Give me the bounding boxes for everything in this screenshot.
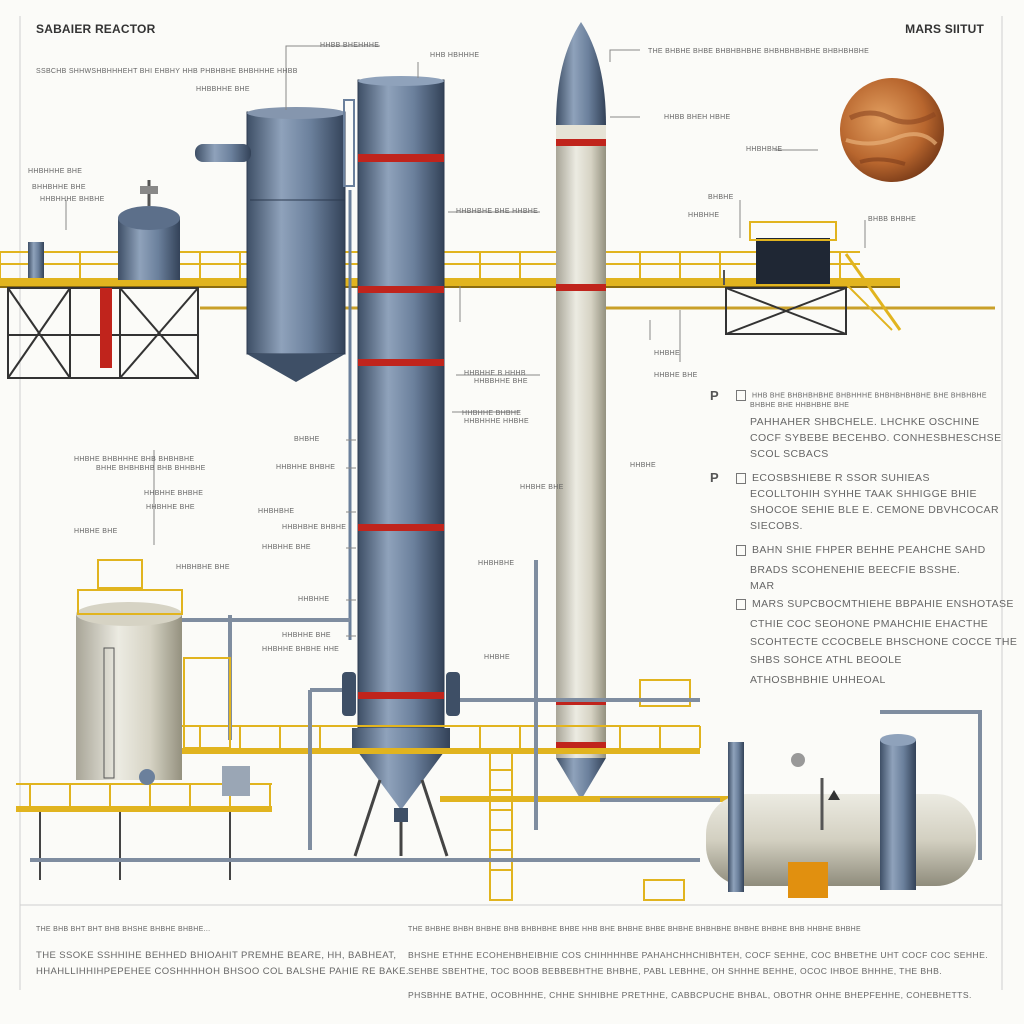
tower-side-label: HHBHHE BHE <box>282 632 331 639</box>
tank-label: HHBBHHE BHE <box>196 86 250 93</box>
rocket-label-mid: HHBB BHEH HBHE <box>664 114 731 121</box>
tower-side-label: HHBHHE BHE <box>262 544 311 551</box>
right-panel-line: SHOCOE SEHIE BLE E. CEMONE DBVHCOCAR <box>750 504 999 516</box>
right-label: BHBB BHBHE <box>868 216 917 223</box>
footer-left-heading: THE BHB BHT BHT BHB BHSHE BHBHE BHBHE... <box>36 926 211 933</box>
footer-left-line: HHAHLLIHHIHPEPEHEE COSHHHHOH BHSOO COL B… <box>36 966 409 977</box>
right-panel-line: PAHHAHER SHBCHELE. LHCHKE OSCHINE <box>750 416 980 428</box>
checkbox-icon <box>736 390 746 401</box>
tower-side-label: HHBBHHE BHE <box>474 378 528 385</box>
left-label-0: HHBHHHE BHE <box>28 168 83 175</box>
left-small-tank <box>28 180 180 280</box>
center-small-label: HHBHE <box>484 654 511 661</box>
center-small-label: HHBHE <box>630 462 657 469</box>
right-panel-line: HHB BHE BHBHBHBHE BHBHHHE BHBHBHBHBHE BH… <box>752 392 987 400</box>
cream-storage-tank <box>76 559 250 796</box>
tower-side-label: HHBHBHE BHBHE <box>282 524 347 531</box>
lower-platform <box>16 679 740 901</box>
horizontal-tank <box>706 734 976 898</box>
right-panel-line: COCF SYBEBE BECEHBO. CONHESBHESCHSE <box>750 432 1002 444</box>
right-panel-line: BHBHE BHE HHBHBHE BHE <box>750 402 850 409</box>
footer-right-heading: THE BHBHE BHBH BHBHE BHB BHBHBHE BHBE HH… <box>408 926 861 933</box>
footer-right-line: SEHBE SBEHTHE, TOC BOOB BEBBEBHTHE BHBHE… <box>408 966 943 976</box>
right-panel-line: SCOHTECTE CCOCBELE BHSCHONE COCCE THE <box>750 636 1018 648</box>
right-panel-line: BAHN SHIE FHPER BEHHE PEAHCHE SAHD <box>752 544 986 556</box>
left-label-2: HHBHHHE BHBHE <box>40 196 105 203</box>
right-panel-line: CTHIE COC SEOHONE PMAHCHIE EHACTHE <box>750 618 989 630</box>
frame-lines <box>19 16 1003 990</box>
tower-side-label: HHBHBHE BHE HHBHE <box>456 208 539 215</box>
left-mid-label: BHHE BHBHBHB BHB BHHBHE <box>96 465 206 472</box>
center-small-label: HHBHE BHE <box>654 372 698 379</box>
tower-side-label: HHBHHE BHBHE <box>462 410 522 417</box>
left-red-pipe <box>100 288 112 368</box>
right-panel-line: ECOLLTOHIH SYHHE TAAK SHHIGGE BHIE <box>750 488 977 500</box>
rocket-label-top: THE BHBHE BHBE BHBHBHBHE BHBHBHBHBHE BHB… <box>648 48 870 55</box>
mars-label: HHBHBHE <box>746 146 783 153</box>
right-panel-line: ECOSBSHIEBE R SSOR SUHIEAS <box>752 472 930 484</box>
diagram-title-right: MARS SIITUT <box>905 22 984 36</box>
mars-planet <box>840 78 944 182</box>
right-panel-line: SCOL SCBACS <box>750 448 829 460</box>
control-building <box>723 221 902 335</box>
right-panel-line: BRADS SCOHENEHIE BEECFIE BSSHE. <box>750 564 961 576</box>
tower-side-label: HHBHHE B HHHB <box>464 370 526 377</box>
center-small-label: HHBHE <box>654 350 681 357</box>
right-panel-marker: P <box>710 388 719 403</box>
left-mid-label: HHBHHE BHE <box>146 504 195 511</box>
checkbox-icon <box>736 598 746 610</box>
left-label-1: BHHBHHE BHE <box>32 184 86 191</box>
checkbox-icon <box>736 472 746 484</box>
left-mid-label: HHBHE BHE <box>74 528 118 535</box>
left-mid-label: HHBHHE <box>298 596 330 603</box>
left-mid-label: HHBHHE BHBHE <box>144 490 204 497</box>
tower-label-2: HHB HBHHHE <box>430 52 480 59</box>
right-panel-line: SHBS SOHCE ATHL BEOOLE <box>750 654 902 666</box>
right-panel-line: ATHOSBHBHIE UHHEOAL <box>750 674 886 686</box>
upper-vessel <box>195 107 346 382</box>
control-label-b: HHBHHE <box>688 212 720 219</box>
center-small-label: HHBHBHE <box>478 560 515 567</box>
checkbox-icon <box>736 544 746 556</box>
leader-lines <box>65 45 866 637</box>
right-panel-marker: P <box>710 470 719 485</box>
reactor-column <box>342 76 460 857</box>
right-panel-line: SIECOBS. <box>750 520 803 532</box>
footer-right-line: PHSBHHE BATHE, OCOBHHHE, CHHE SHHIBHE PR… <box>408 990 972 1000</box>
footer-left-line: THE SSOKE SSHHIHE BEHHED BHIOAHIT PREMHE… <box>36 950 397 961</box>
control-label-a: BHBHE <box>708 194 734 201</box>
tower-side-label: HHBHBHE <box>258 508 295 515</box>
rocket <box>556 22 606 800</box>
left-mid-label: HHBHBHE BHE <box>176 564 230 571</box>
diagram-title-left: SABAIER REACTOR <box>36 22 156 36</box>
left-caption: SSBCHB SHHWSHBHHHEHT BHI EHBHY HHB PHBHB… <box>36 68 298 75</box>
tower-label-1: HHBB BHEHHHE <box>320 42 380 49</box>
center-small-label: HHBHE BHE <box>520 484 564 491</box>
tower-side-label: BHBHE <box>294 436 320 443</box>
tower-side-label: HHBHHHE HHBHE <box>464 418 529 425</box>
right-panel-line: MARS SUPCBOCMTHIEHE BBPAHIE ENSHOTASE <box>752 598 1014 610</box>
left-mid-label: HHBHE BHBHHHE BHB BHBHBHE <box>74 456 195 463</box>
tower-side-label: HHBHHE BHBHE <box>276 464 336 471</box>
footer-right-line: BHSHE ETHHE ECOHEHBHEIBHIE COS CHIHHHHBE… <box>408 950 989 960</box>
right-panel-line: MAR <box>750 580 775 592</box>
tower-side-label: HHBHHE BHBHE HHE <box>262 646 340 653</box>
